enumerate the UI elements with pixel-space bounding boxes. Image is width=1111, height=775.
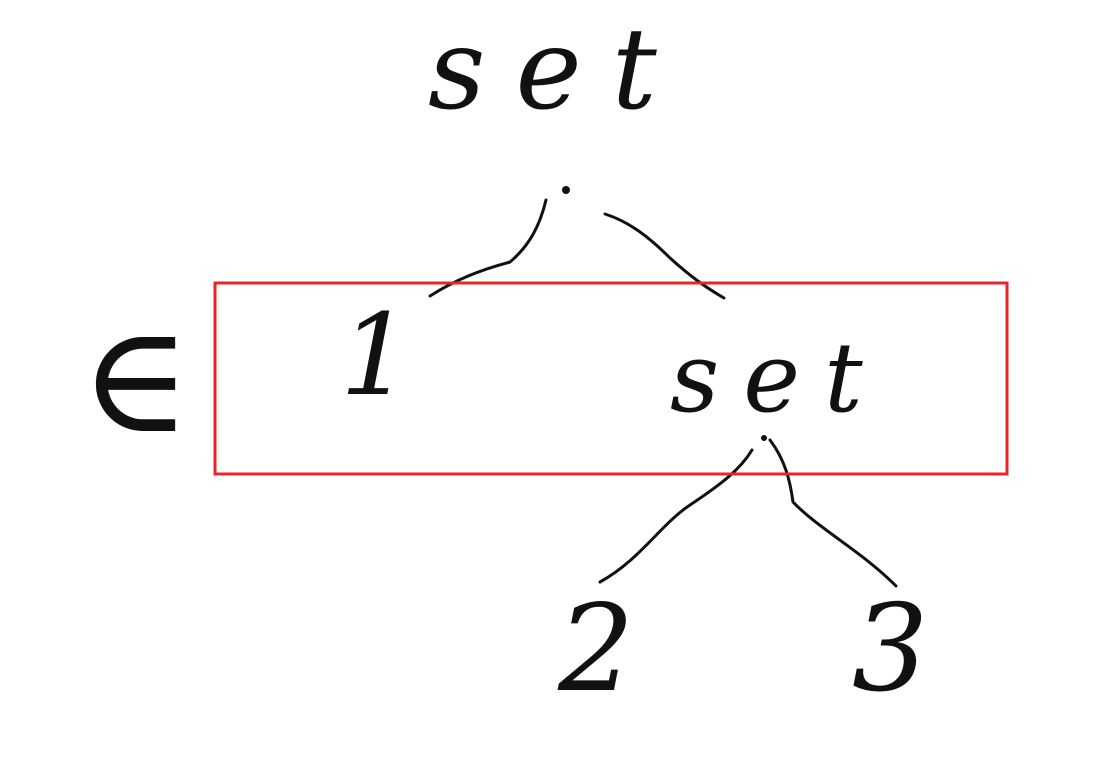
inner-set-label: set — [670, 322, 887, 434]
child-three-label: 3 — [852, 580, 929, 719]
edge-root-to-inner-set — [603, 212, 726, 300]
edge-inner-to-two — [598, 448, 754, 584]
element-of-symbol: ∈ — [80, 293, 192, 467]
inner-node-dot — [761, 435, 767, 441]
highlight-box — [213, 281, 1009, 476]
root-set-label: set — [428, 5, 687, 135]
child-one-label: 1 — [340, 291, 412, 421]
root-node-dot — [562, 186, 570, 194]
edge-inner-to-three — [768, 438, 898, 588]
child-two-label: 2 — [558, 580, 635, 719]
